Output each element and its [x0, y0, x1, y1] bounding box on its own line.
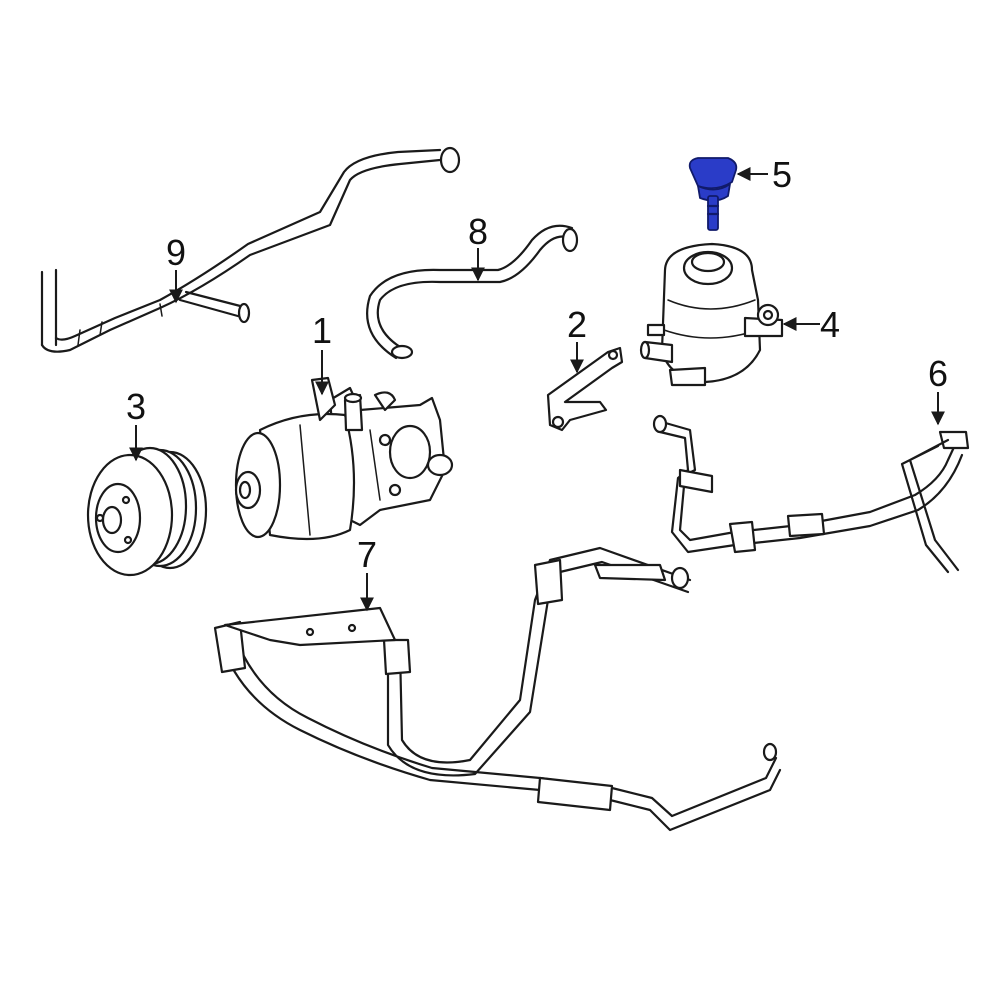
- hose-part-6[interactable]: [652, 414, 970, 574]
- callout-2: 2: [567, 304, 587, 345]
- callout-leaders: [129, 167, 945, 612]
- callout-4: 4: [820, 304, 840, 345]
- callout-1: 1: [312, 310, 332, 351]
- hose-part-8[interactable]: [366, 224, 579, 360]
- callout-labels: 1 2 3 4 5 6 7 8 9: [126, 154, 948, 575]
- cap-part-5[interactable]: [688, 157, 738, 231]
- callout-9: 9: [166, 232, 186, 273]
- callout-5: 5: [772, 154, 792, 195]
- pump-part-1[interactable]: [234, 376, 454, 541]
- hose-part-7[interactable]: [213, 546, 782, 832]
- callout-8: 8: [468, 211, 488, 252]
- callout-3: 3: [126, 386, 146, 427]
- bracket-part-2[interactable]: [546, 346, 624, 432]
- reservoir-part-4[interactable]: [639, 242, 784, 387]
- callout-7: 7: [357, 534, 377, 575]
- hose-part-9[interactable]: [40, 146, 461, 353]
- callout-6: 6: [928, 353, 948, 394]
- pulley-part-3[interactable]: [86, 446, 208, 577]
